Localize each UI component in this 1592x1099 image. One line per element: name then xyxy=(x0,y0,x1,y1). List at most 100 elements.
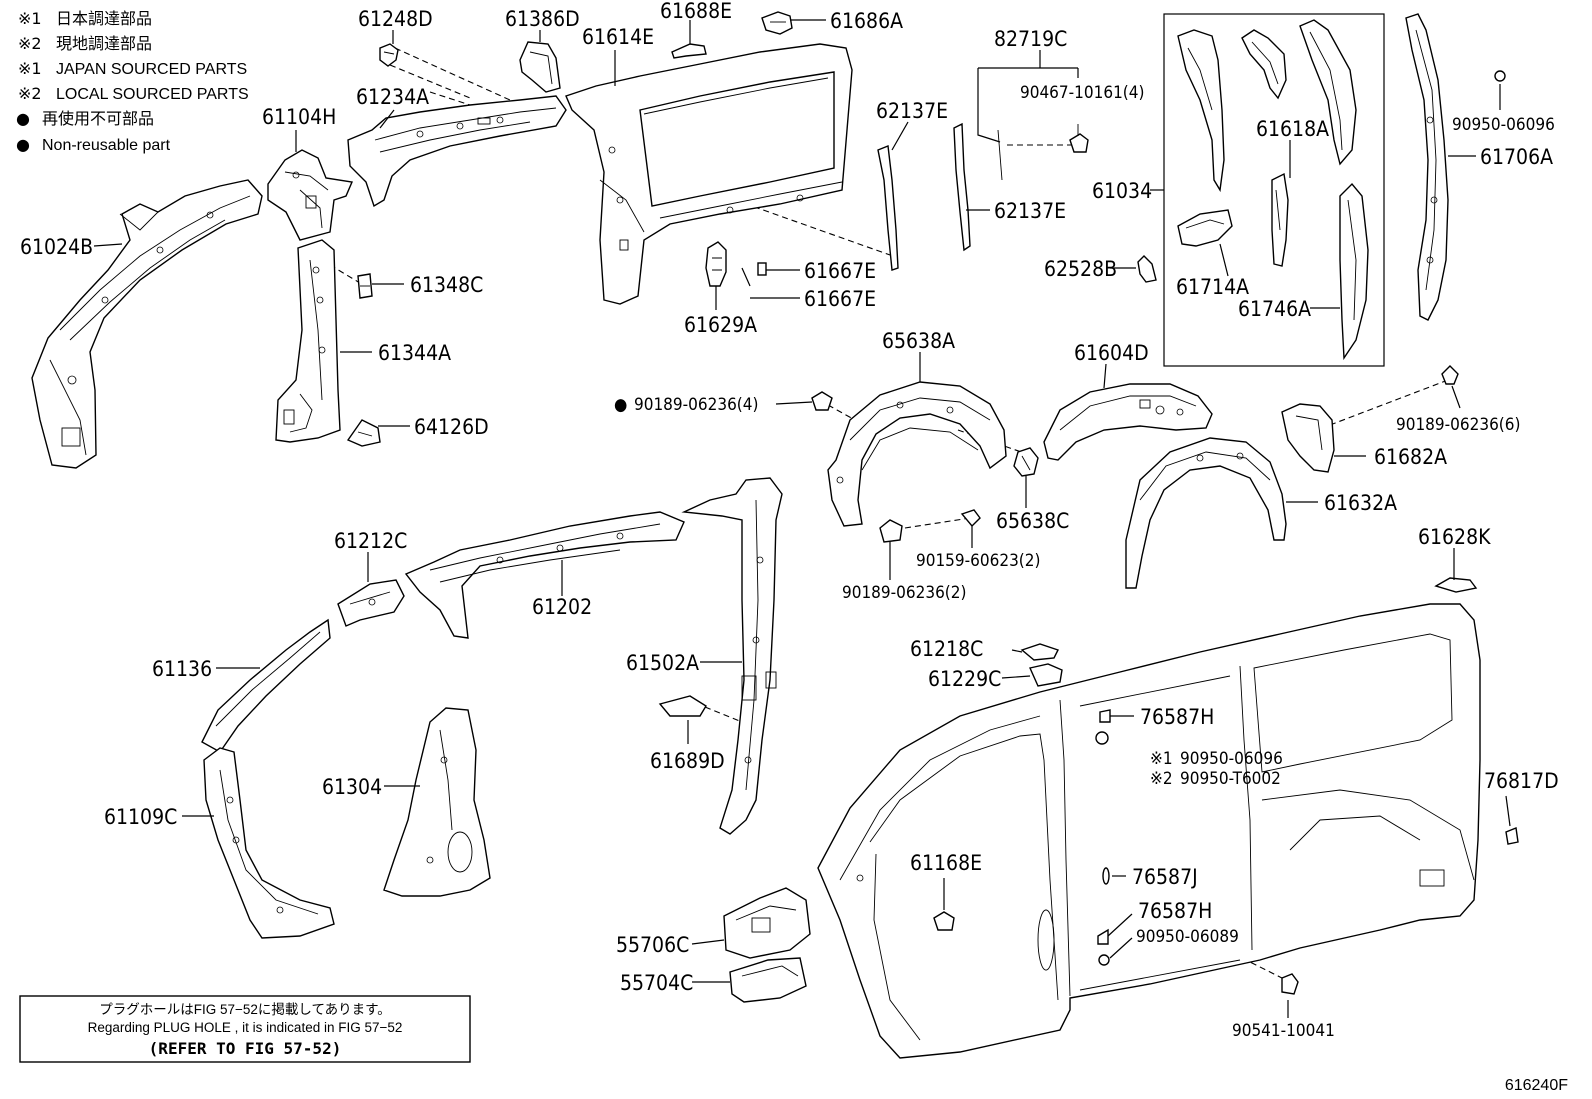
part-side-panel-shape xyxy=(817,603,1519,1059)
label-61212c: 61212C xyxy=(334,529,407,553)
label-61218c: 61218C xyxy=(910,637,983,661)
label-61109c: 61109C xyxy=(104,805,177,829)
part-82719c-shape xyxy=(977,67,1089,181)
label-61024b: 61024B xyxy=(20,235,93,259)
part-61202-shape xyxy=(404,511,685,639)
part-61104h-shape xyxy=(267,149,353,241)
label-90950-06096: 90950-06096 xyxy=(1180,749,1283,769)
part-61304-shape xyxy=(383,707,491,897)
label-61614e: 61614E xyxy=(582,25,654,49)
leader-lines xyxy=(93,19,1511,1018)
label-76587j: 76587J xyxy=(1132,865,1198,889)
plug-hole-note: プラグホールはFIG 57−52に掲載してあります。 Regarding PLU… xyxy=(19,995,471,1063)
part-61604d-shape xyxy=(1043,383,1213,461)
label-76587h-a: 76587H xyxy=(1140,705,1214,729)
part-61034-group xyxy=(1150,13,1385,367)
label-61667e-b: 61667E xyxy=(804,287,876,311)
label-61304: 61304 xyxy=(322,775,382,799)
label-90950-06096-top: 90950-06096 xyxy=(1452,115,1555,135)
label-61629a: 61629A xyxy=(684,313,757,337)
legend: ※1 日本調達部品 ※2 現地調達部品 ※1 JAPAN SOURCED PAR… xyxy=(16,9,249,154)
legend-mark-4: ※2 xyxy=(18,84,42,103)
part-61234a-shape xyxy=(347,95,567,208)
note-line-en: Regarding PLUG HOLE , it is indicated in… xyxy=(88,1020,403,1035)
label-90950-t6002: 90950-T6002 xyxy=(1180,769,1281,789)
label-61248d: 61248D xyxy=(358,7,433,31)
legend-mark-5: ● xyxy=(16,109,30,128)
label-76817d: 76817D xyxy=(1484,769,1559,793)
part-62137e-shape xyxy=(877,122,971,271)
label-61386d: 61386D xyxy=(505,7,580,31)
label-61344a: 61344A xyxy=(378,341,451,365)
part-61136-shape xyxy=(201,618,331,753)
label-90541-10041: 90541-10041 xyxy=(1232,1021,1335,1041)
label-61746a: 61746A xyxy=(1238,297,1311,321)
label-90189-06236-2: 90189-06236(2) xyxy=(842,583,966,603)
part-labels: 61248D 61386D 61688E 61686A 61614E 61234… xyxy=(20,0,1559,1041)
label-mark2: ※2 xyxy=(1150,769,1173,789)
part-61212c-shape xyxy=(337,579,405,627)
figure-id: 616240F xyxy=(1505,1077,1568,1094)
part-61348c-shape xyxy=(357,273,373,299)
part-61628k-shape xyxy=(1434,566,1478,593)
part-61629a-shape xyxy=(705,241,727,310)
label-61667e-a: 61667E xyxy=(804,259,876,283)
legend-text-1: 日本調達部品 xyxy=(56,9,152,28)
legend-text-6: Non-reusable part xyxy=(42,137,171,154)
label-62528b: 62528B xyxy=(1044,257,1117,281)
part-61024b-shape xyxy=(31,179,263,469)
part-61502a-shape xyxy=(681,477,783,835)
label-61688e: 61688E xyxy=(660,0,732,23)
label-61682a: 61682A xyxy=(1374,445,1447,469)
label-61714a: 61714A xyxy=(1176,275,1249,299)
label-65638a: 65638A xyxy=(882,329,955,353)
part-61686a-shape xyxy=(761,11,793,35)
part-64126d-shape xyxy=(346,419,381,447)
part-61614e-shape xyxy=(565,43,853,305)
label-61706a: 61706A xyxy=(1480,145,1553,169)
note-line-ref: (REFER TO FIG 57-52) xyxy=(149,1039,342,1058)
legend-mark-3: ※1 xyxy=(18,59,42,78)
label-82719c: 82719C xyxy=(994,27,1067,51)
label-mark1: ※1 xyxy=(1150,749,1173,769)
legend-text-4: LOCAL SOURCED PARTS xyxy=(56,86,249,103)
label-62137e-b: 62137E xyxy=(994,199,1066,223)
note-line-jp: プラグホールはFIG 57−52に掲載してあります。 xyxy=(99,1002,391,1017)
label-61618a: 61618A xyxy=(1256,117,1329,141)
label-61632a: 61632A xyxy=(1324,491,1397,515)
label-61034: 61034 xyxy=(1092,179,1152,203)
label-61686a: 61686A xyxy=(830,9,903,33)
legend-text-3: JAPAN SOURCED PARTS xyxy=(56,61,247,78)
part-61632a-shape xyxy=(1125,437,1287,589)
label-62137e-a: 62137E xyxy=(876,99,948,123)
label-61202: 61202 xyxy=(532,595,592,619)
label-55704c: 55704C xyxy=(620,971,693,995)
legend-mark-6: ● xyxy=(16,135,30,154)
legend-text-2: 現地調達部品 xyxy=(56,34,152,53)
label-61604d: 61604D xyxy=(1074,341,1149,365)
legend-mark-2: ※2 xyxy=(18,34,42,53)
label-nonreusable-dot: ● xyxy=(614,395,627,415)
part-61109c-shape xyxy=(203,747,335,939)
label-55706c: 55706C xyxy=(616,933,689,957)
part-61667e-shape xyxy=(741,262,767,287)
label-61234a: 61234A xyxy=(356,85,429,109)
part-61689d-shape xyxy=(658,695,707,717)
label-61229c: 61229C xyxy=(928,667,1001,691)
part-55706c-shape xyxy=(723,887,811,1003)
part-61706a-shape xyxy=(1405,13,1506,321)
part-shapes xyxy=(31,11,1519,1059)
part-61682a-shape xyxy=(1281,365,1459,473)
part-61688e-shape xyxy=(671,43,707,59)
label-61689d: 61689D xyxy=(650,749,725,773)
label-90159-60623: 90159-60623(2) xyxy=(916,551,1040,571)
part-62528b-shape xyxy=(1137,255,1157,283)
part-65638a-shape xyxy=(811,381,1039,543)
label-76587h-b: 76587H xyxy=(1138,899,1212,923)
part-61248d-shape xyxy=(379,43,399,67)
label-61348c: 61348C xyxy=(410,273,483,297)
label-90467-10161: 90467-10161(4) xyxy=(1020,83,1144,103)
label-65638c: 65638C xyxy=(996,509,1069,533)
label-61168e: 61168E xyxy=(910,851,982,875)
label-64126d: 64126D xyxy=(414,415,489,439)
